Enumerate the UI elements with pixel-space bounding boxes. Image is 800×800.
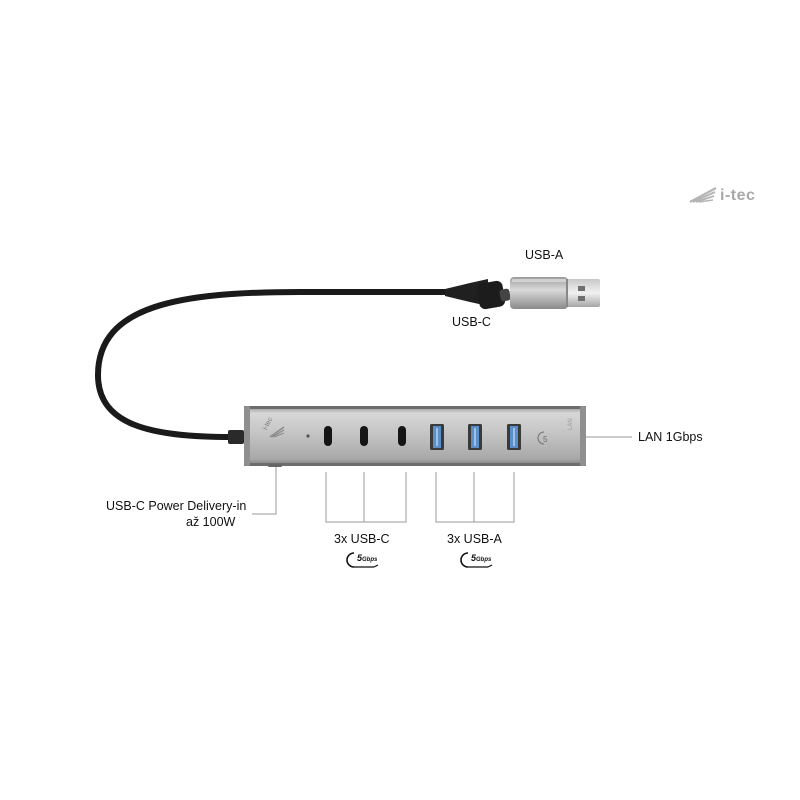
power-leader bbox=[252, 466, 277, 515]
cable bbox=[94, 289, 453, 440]
usb-c-speed-text: 5Gbps bbox=[357, 553, 377, 563]
lan-callout: LAN 1Gbps bbox=[638, 430, 703, 444]
usb-c-port bbox=[324, 426, 332, 446]
usb-a-speed-badge: 5Gbps bbox=[460, 552, 496, 568]
brand-wing-icon bbox=[689, 187, 717, 203]
usb-c-port bbox=[360, 426, 368, 446]
usb-a-speed-unit: Gbps bbox=[476, 557, 492, 563]
usb-a-port-group bbox=[430, 424, 521, 450]
usb-a-adapter bbox=[510, 277, 568, 309]
hub-body bbox=[244, 406, 586, 466]
usb-a-bracket bbox=[435, 472, 515, 523]
usb-a-port bbox=[507, 424, 521, 450]
cable-strain-relief bbox=[228, 430, 244, 444]
power-callout-line2: až 100W bbox=[186, 515, 236, 529]
usb-a-label: USB-A bbox=[525, 248, 564, 262]
usb-a-port bbox=[430, 424, 444, 450]
brand-logo: i-tec bbox=[688, 186, 755, 206]
usb-c-speed-value: 5 bbox=[357, 553, 363, 563]
usb-a-ports-callout: 3x USB-A bbox=[447, 532, 502, 546]
usb-c-bracket bbox=[325, 472, 407, 523]
dual-connector bbox=[445, 277, 600, 310]
speed-badge-icon bbox=[346, 552, 379, 568]
leader-lines bbox=[252, 436, 632, 523]
usb-c-port bbox=[398, 426, 406, 446]
usb-c-speed-badge: 5Gbps bbox=[346, 552, 382, 568]
usb-c-ports-callout: 3x USB-C bbox=[334, 532, 390, 546]
power-callout-line1: USB-C Power Delivery-in bbox=[106, 499, 247, 513]
usb-c-label: USB-C bbox=[452, 315, 491, 329]
usb-c-plug bbox=[476, 280, 506, 310]
hub-logo-icon bbox=[269, 426, 285, 438]
usb-a-port bbox=[468, 424, 482, 450]
lan-port-label: LAN bbox=[568, 418, 574, 430]
usb-a-speed-value: 5 bbox=[471, 553, 477, 563]
usb-c-port-group bbox=[324, 426, 406, 446]
power-in-port bbox=[268, 464, 282, 467]
usb-a-plug-metal bbox=[566, 279, 600, 307]
speed-badge-icon bbox=[460, 552, 493, 568]
usb-c-speed-unit: Gbps bbox=[362, 557, 378, 563]
usb-a-speed-text: 5Gbps bbox=[471, 553, 491, 563]
svg-text:5: 5 bbox=[543, 435, 548, 444]
status-led bbox=[306, 434, 310, 438]
brand-logo-text: i-tec bbox=[720, 187, 756, 204]
superspeed-mark: 5 bbox=[537, 431, 548, 445]
